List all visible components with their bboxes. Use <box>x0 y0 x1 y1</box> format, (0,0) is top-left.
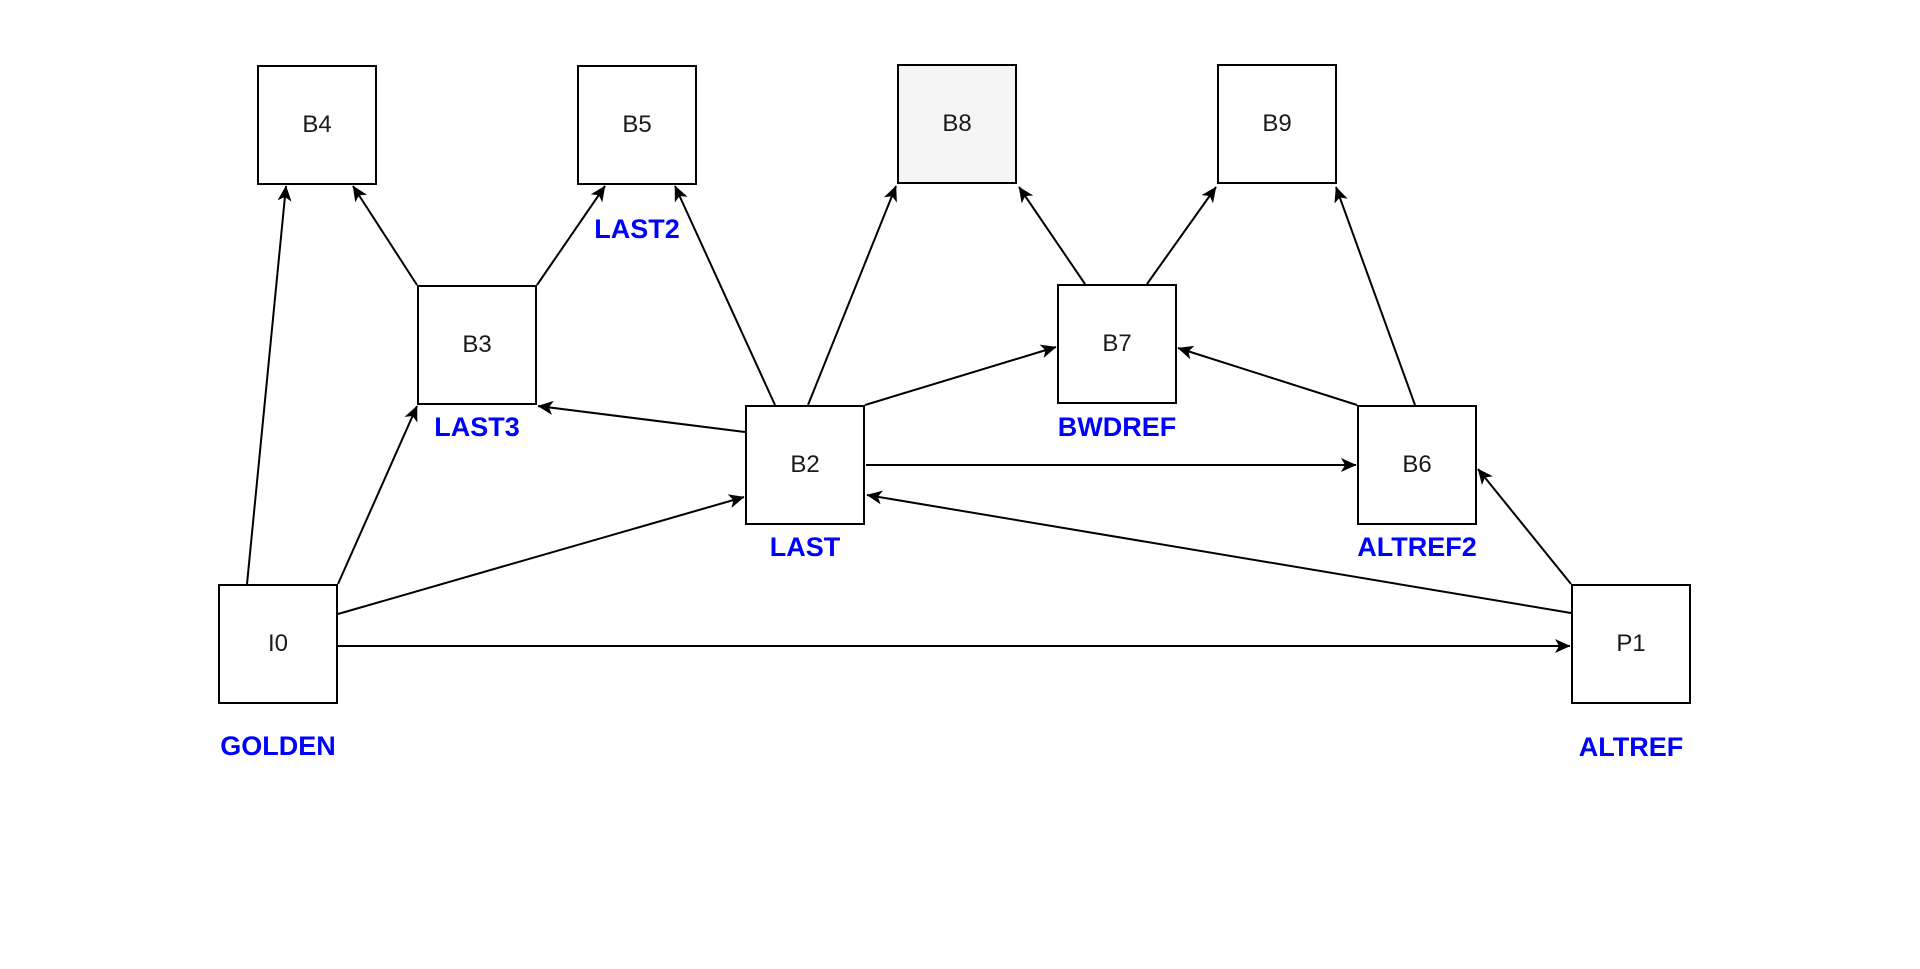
ref-label-altref2: ALTREF2 <box>1357 532 1477 562</box>
node-label-P1: P1 <box>1616 630 1646 657</box>
edge-P1-to-B2 <box>866 490 1572 614</box>
node-B6: B6 <box>1357 405 1477 525</box>
edge-I0-to-B3 <box>337 405 418 585</box>
node-label-B4: B4 <box>302 111 332 138</box>
node-B8: B8 <box>897 64 1017 184</box>
node-label-B2: B2 <box>790 451 820 478</box>
node-label-B3: B3 <box>462 331 492 358</box>
node-B4: B4 <box>257 65 377 185</box>
edge-B7-to-B8 <box>1018 186 1086 285</box>
edge-B2-to-B7 <box>864 344 1057 406</box>
node-label-B9: B9 <box>1262 110 1292 137</box>
node-B9: B9 <box>1217 64 1337 184</box>
ref-label-golden: GOLDEN <box>220 731 336 761</box>
node-label-B5: B5 <box>622 111 652 138</box>
edge-I0-to-B4 <box>246 185 292 585</box>
ref-label-last: LAST <box>769 532 841 562</box>
edge-I0-to-B2 <box>337 494 745 615</box>
edge-B6-to-B9 <box>1334 186 1416 406</box>
ref-label-altref: ALTREF <box>1578 732 1684 762</box>
edges-group <box>246 185 1572 653</box>
node-B7: B7 <box>1057 284 1177 404</box>
ref-label-last3: LAST3 <box>434 412 520 442</box>
node-B3: B3 <box>417 285 537 405</box>
edge-B2-to-B5 <box>674 185 776 406</box>
node-P1: P1 <box>1571 584 1691 704</box>
edge-B3-to-B4 <box>352 185 418 286</box>
edge-P1-to-B6 <box>1477 468 1572 585</box>
node-B5: B5 <box>577 65 697 185</box>
node-label-B8: B8 <box>942 110 972 137</box>
ref-label-last2: LAST2 <box>594 214 680 244</box>
edge-B3-to-B5 <box>536 185 606 286</box>
node-label-B7: B7 <box>1102 330 1132 357</box>
ref-label-bwdref: BWDREF <box>1057 412 1177 442</box>
edge-B2-to-B3 <box>537 400 746 433</box>
node-B2: B2 <box>745 405 865 525</box>
node-I0: I0 <box>218 584 338 704</box>
edge-B2-to-B8 <box>807 185 897 406</box>
edge-B7-to-B9 <box>1146 186 1217 285</box>
node-label-B6: B6 <box>1402 451 1432 478</box>
edge-B6-to-B7 <box>1177 345 1358 406</box>
node-label-I0: I0 <box>267 630 288 657</box>
